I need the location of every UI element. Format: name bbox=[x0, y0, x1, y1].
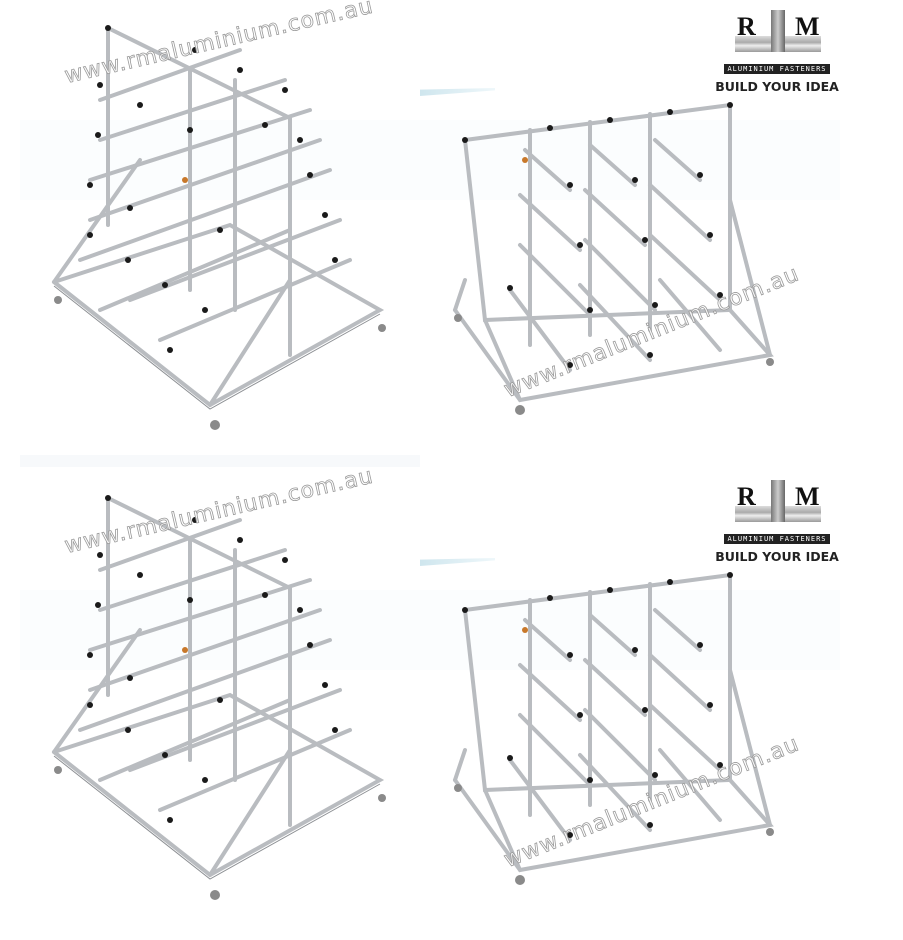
background-separator bbox=[20, 455, 420, 467]
decorative-strip bbox=[420, 88, 495, 96]
logo-tagline: BUILD YOUR IDEA bbox=[715, 549, 839, 564]
panel-top: R M ALUMINIUM FASTENERS BUILD YOUR IDEA … bbox=[20, 0, 842, 467]
logo-letter-r: R bbox=[737, 12, 756, 41]
brand-logo: R M ALUMINIUM FASTENERS BUILD YOUR IDEA bbox=[712, 10, 842, 94]
rack-image-left bbox=[52, 495, 386, 900]
logo-subtitle: ALUMINIUM FASTENERS bbox=[724, 534, 830, 544]
logo-post bbox=[771, 480, 785, 522]
logo-letter-r: R bbox=[737, 482, 756, 511]
logo-letter-m: M bbox=[795, 482, 820, 511]
logo-tagline: BUILD YOUR IDEA bbox=[715, 79, 839, 94]
logo-post bbox=[771, 10, 785, 52]
decorative-strip bbox=[420, 558, 495, 566]
logo-mark: R M bbox=[727, 10, 827, 58]
rack-image-right bbox=[453, 572, 774, 885]
rack-image-right bbox=[453, 102, 774, 415]
panel-bottom: R M ALUMINIUM FASTENERS BUILD YOUR IDEA … bbox=[0, 463, 903, 940]
logo-subtitle: ALUMINIUM FASTENERS bbox=[724, 64, 830, 74]
logo-mark: R M bbox=[727, 480, 827, 528]
rack-image-left bbox=[52, 25, 386, 430]
logo-letter-m: M bbox=[795, 12, 820, 41]
brand-logo: R M ALUMINIUM FASTENERS BUILD YOUR IDEA bbox=[712, 480, 842, 564]
